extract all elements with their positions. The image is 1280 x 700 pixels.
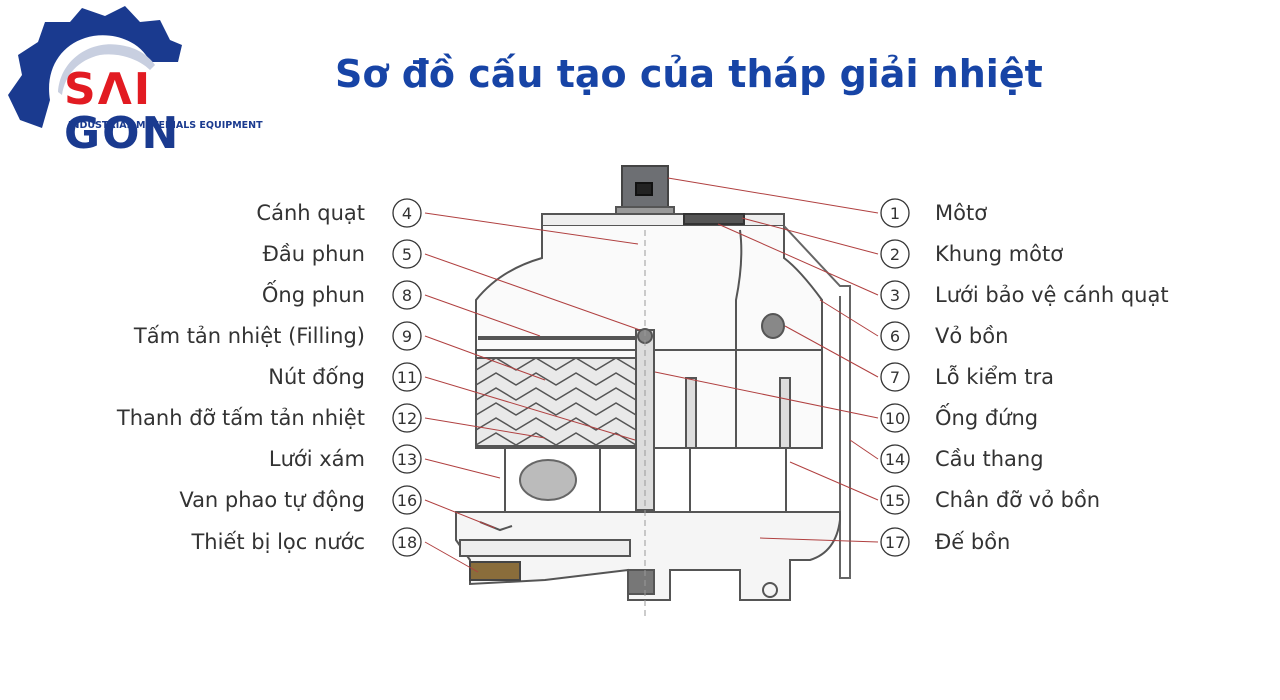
- label-text: Nút đống: [268, 365, 365, 389]
- mesh-shape: [519, 459, 577, 501]
- tank-base-shape: [455, 511, 841, 601]
- label-left-18: Thiết bị lọc nước 18: [190, 527, 422, 557]
- brand-name-blue: GON: [64, 108, 181, 159]
- label-number: 5: [402, 245, 412, 264]
- label-text: Ống phun: [262, 279, 365, 307]
- label-text: Cánh quạt: [256, 201, 365, 225]
- brand-name: SΛI GON: [64, 68, 270, 156]
- label-number: 4: [402, 204, 412, 223]
- label-right-3: 3 Lưới bảo vệ cánh quạt: [880, 280, 1169, 310]
- label-text: Lưới bảo vệ cánh quạt: [935, 283, 1169, 307]
- right-labels: 1 Môtơ 2 Khung môtơ 3 Lưới bảo vệ cánh q…: [880, 198, 1169, 557]
- label-right-10: 10 Ống đứng: [880, 402, 1038, 433]
- label-number: 16: [397, 491, 417, 510]
- label-text: Cầu thang: [935, 447, 1044, 471]
- label-text: Lỗ kiểm tra: [935, 364, 1054, 389]
- gear-icon: [8, 6, 182, 128]
- label-number: 15: [885, 491, 905, 510]
- label-left-11: Nút đống 11: [268, 362, 422, 392]
- label-right-1: 1 Môtơ: [880, 198, 987, 228]
- company-logo: SΛI GON INDUSTRIAL MATERIALS EQUIPMENT: [0, 0, 270, 156]
- label-number: 12: [397, 409, 417, 428]
- label-left-9: Tấm tản nhiệt (Filling) 9: [133, 321, 422, 351]
- label-text: Thiết bị lọc nước: [190, 530, 365, 554]
- label-number: 18: [397, 533, 417, 552]
- label-number: 3: [890, 286, 900, 305]
- label-left-5: Đầu phun 5: [263, 239, 422, 269]
- fan-guard-shape: [683, 213, 745, 225]
- label-text: Ống đứng: [935, 402, 1038, 430]
- label-text: Khung môtơ: [935, 242, 1063, 266]
- label-text: Thanh đỡ tấm tản nhiệt: [116, 406, 365, 430]
- label-left-16: Van phao tự động 16: [179, 485, 422, 515]
- label-number: 6: [890, 327, 900, 346]
- brand-name-red: SΛI: [64, 64, 153, 115]
- label-right-15: 15 Chân đỡ vỏ bồn: [880, 485, 1100, 515]
- label-left-4: Cánh quạt 4: [256, 198, 422, 228]
- label-number: 13: [397, 450, 417, 469]
- label-right-14: 14 Cầu thang: [880, 444, 1044, 474]
- label-number: 14: [885, 450, 905, 469]
- label-text: Môtơ: [935, 201, 987, 225]
- page-title: Sơ đồ cấu tạo của tháp giải nhiệt: [335, 52, 1043, 96]
- label-number: 9: [402, 327, 412, 346]
- label-number: 7: [890, 368, 900, 387]
- leader-lines: [424, 177, 879, 573]
- label-right-6: 6 Vỏ bồn: [880, 321, 1008, 351]
- label-right-17: 17 Đế bồn: [880, 527, 1010, 557]
- label-number: 2: [890, 245, 900, 264]
- label-number: 10: [885, 409, 905, 428]
- label-number: 11: [397, 368, 417, 387]
- label-text: Đế bồn: [935, 530, 1010, 554]
- label-right-7: 7 Lỗ kiểm tra: [880, 362, 1054, 392]
- label-number: 8: [402, 286, 412, 305]
- label-text: Vỏ bồn: [935, 324, 1008, 348]
- label-text: Van phao tự động: [179, 488, 365, 512]
- label-text: Chân đỡ vỏ bồn: [935, 488, 1100, 512]
- label-text: Tấm tản nhiệt (Filling): [133, 324, 365, 348]
- left-labels: Cánh quạt 4 Đầu phun 5 Ống phun 8 Tấm tả…: [116, 198, 422, 557]
- brand-tagline: INDUSTRIAL MATERIALS EQUIPMENT: [68, 120, 263, 131]
- label-left-13: Lưới xám 13: [269, 444, 422, 474]
- water-filter-shape: [469, 561, 521, 581]
- label-text: Đầu phun: [263, 242, 365, 266]
- label-right-2: 2 Khung môtơ: [880, 239, 1063, 269]
- label-text: Lưới xám: [269, 447, 365, 471]
- label-number: 1: [890, 204, 900, 223]
- label-number: 17: [885, 533, 905, 552]
- inspection-hole-shape: [761, 313, 785, 339]
- cooling-tower-illustration: [455, 165, 851, 620]
- ladder-shape: [783, 225, 851, 579]
- label-left-12: Thanh đỡ tấm tản nhiệt 12: [116, 403, 422, 433]
- label-left-8: Ống phun 8: [262, 279, 422, 310]
